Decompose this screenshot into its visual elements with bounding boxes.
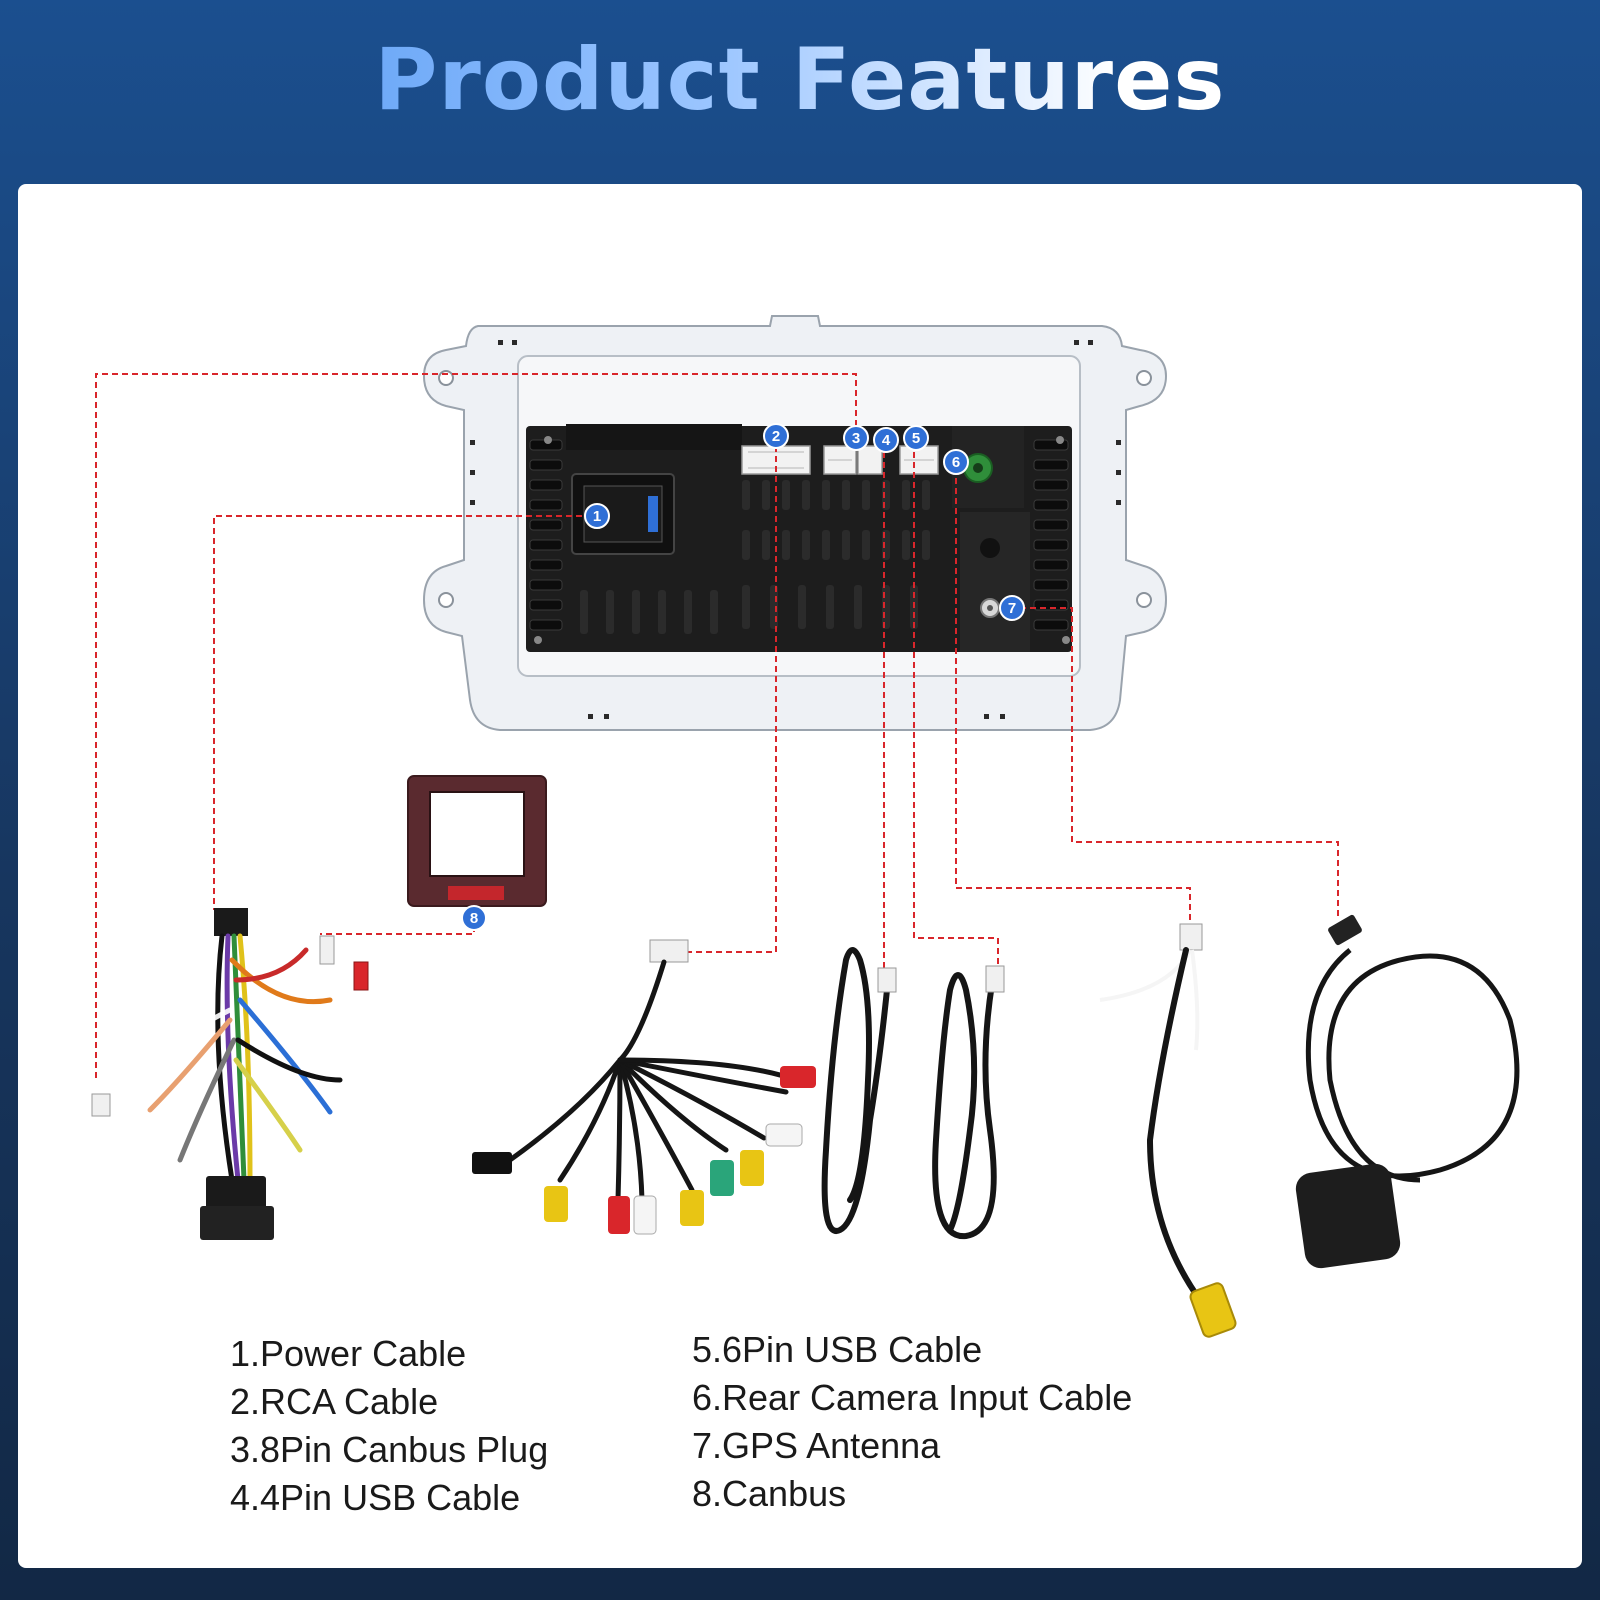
leader-lines [95, 373, 1339, 1082]
rear-camera-cable [1099, 923, 1237, 1338]
callout-badge-4: 4 [873, 427, 899, 453]
usb-6pin-plug [985, 965, 1005, 993]
callout-badge-6: 6 [943, 449, 969, 475]
legend-right: 5.6Pin USB Cable 6.Rear Camera Input Cab… [692, 1326, 1132, 1518]
callout-badge-3: 3 [843, 425, 869, 451]
callout-badge-7: 7 [999, 595, 1025, 621]
usb-6pin-cable [932, 972, 997, 1240]
leader-line-7 [1010, 607, 1339, 920]
svg-text:5: 5 [912, 430, 920, 447]
svg-text:8: 8 [470, 910, 478, 927]
rca-cable [472, 939, 816, 1235]
legend-item-8: 8.Canbus [692, 1473, 847, 1514]
legend-left: 1.Power Cable 2.RCA Cable 3.8Pin Canbus … [230, 1330, 548, 1522]
legend-item-3: 3.8Pin Canbus Plug [230, 1429, 549, 1470]
callout-badge-5: 5 [903, 425, 929, 451]
svg-text:6: 6 [952, 454, 960, 471]
svg-text:7: 7 [1008, 600, 1016, 617]
leader-line-1a [213, 515, 592, 910]
callout-badge-8: 8 [461, 905, 487, 931]
legend-item-6: 6.Rear Camera Input Cable [692, 1377, 1133, 1418]
svg-text:2: 2 [772, 428, 780, 445]
leader-line-3 [95, 373, 857, 1082]
legend-item-2: 2.RCA Cable [230, 1381, 439, 1422]
svg-text:1: 1 [593, 508, 601, 525]
legend-item-4: 4.4Pin USB Cable [230, 1477, 521, 1518]
gps-antenna [1295, 914, 1520, 1269]
usb-4pin-plug [877, 967, 897, 993]
leader-line-6 [955, 468, 1191, 924]
svg-text:3: 3 [852, 430, 860, 447]
legend-item-5: 5.6Pin USB Cable [692, 1329, 983, 1370]
page-title: Product Features [0, 30, 1600, 130]
callout-badges: 1 2 3 4 5 6 7 8 [461, 423, 1025, 931]
callout-badge-1: 1 [584, 503, 610, 529]
usb-4pin-cable [821, 947, 891, 1234]
legend-item-1: 1.Power Cable [230, 1333, 467, 1374]
svg-text:4: 4 [882, 432, 891, 449]
canbus-box [407, 775, 547, 907]
leader-line-5 [913, 452, 999, 966]
head-unit-back [526, 424, 1072, 652]
leader-line-2 [688, 446, 777, 953]
callout-badge-2: 2 [763, 423, 789, 449]
power-harness [91, 908, 369, 1240]
leader-line-8 [320, 916, 475, 935]
legend-item-7: 7.GPS Antenna [692, 1425, 941, 1466]
